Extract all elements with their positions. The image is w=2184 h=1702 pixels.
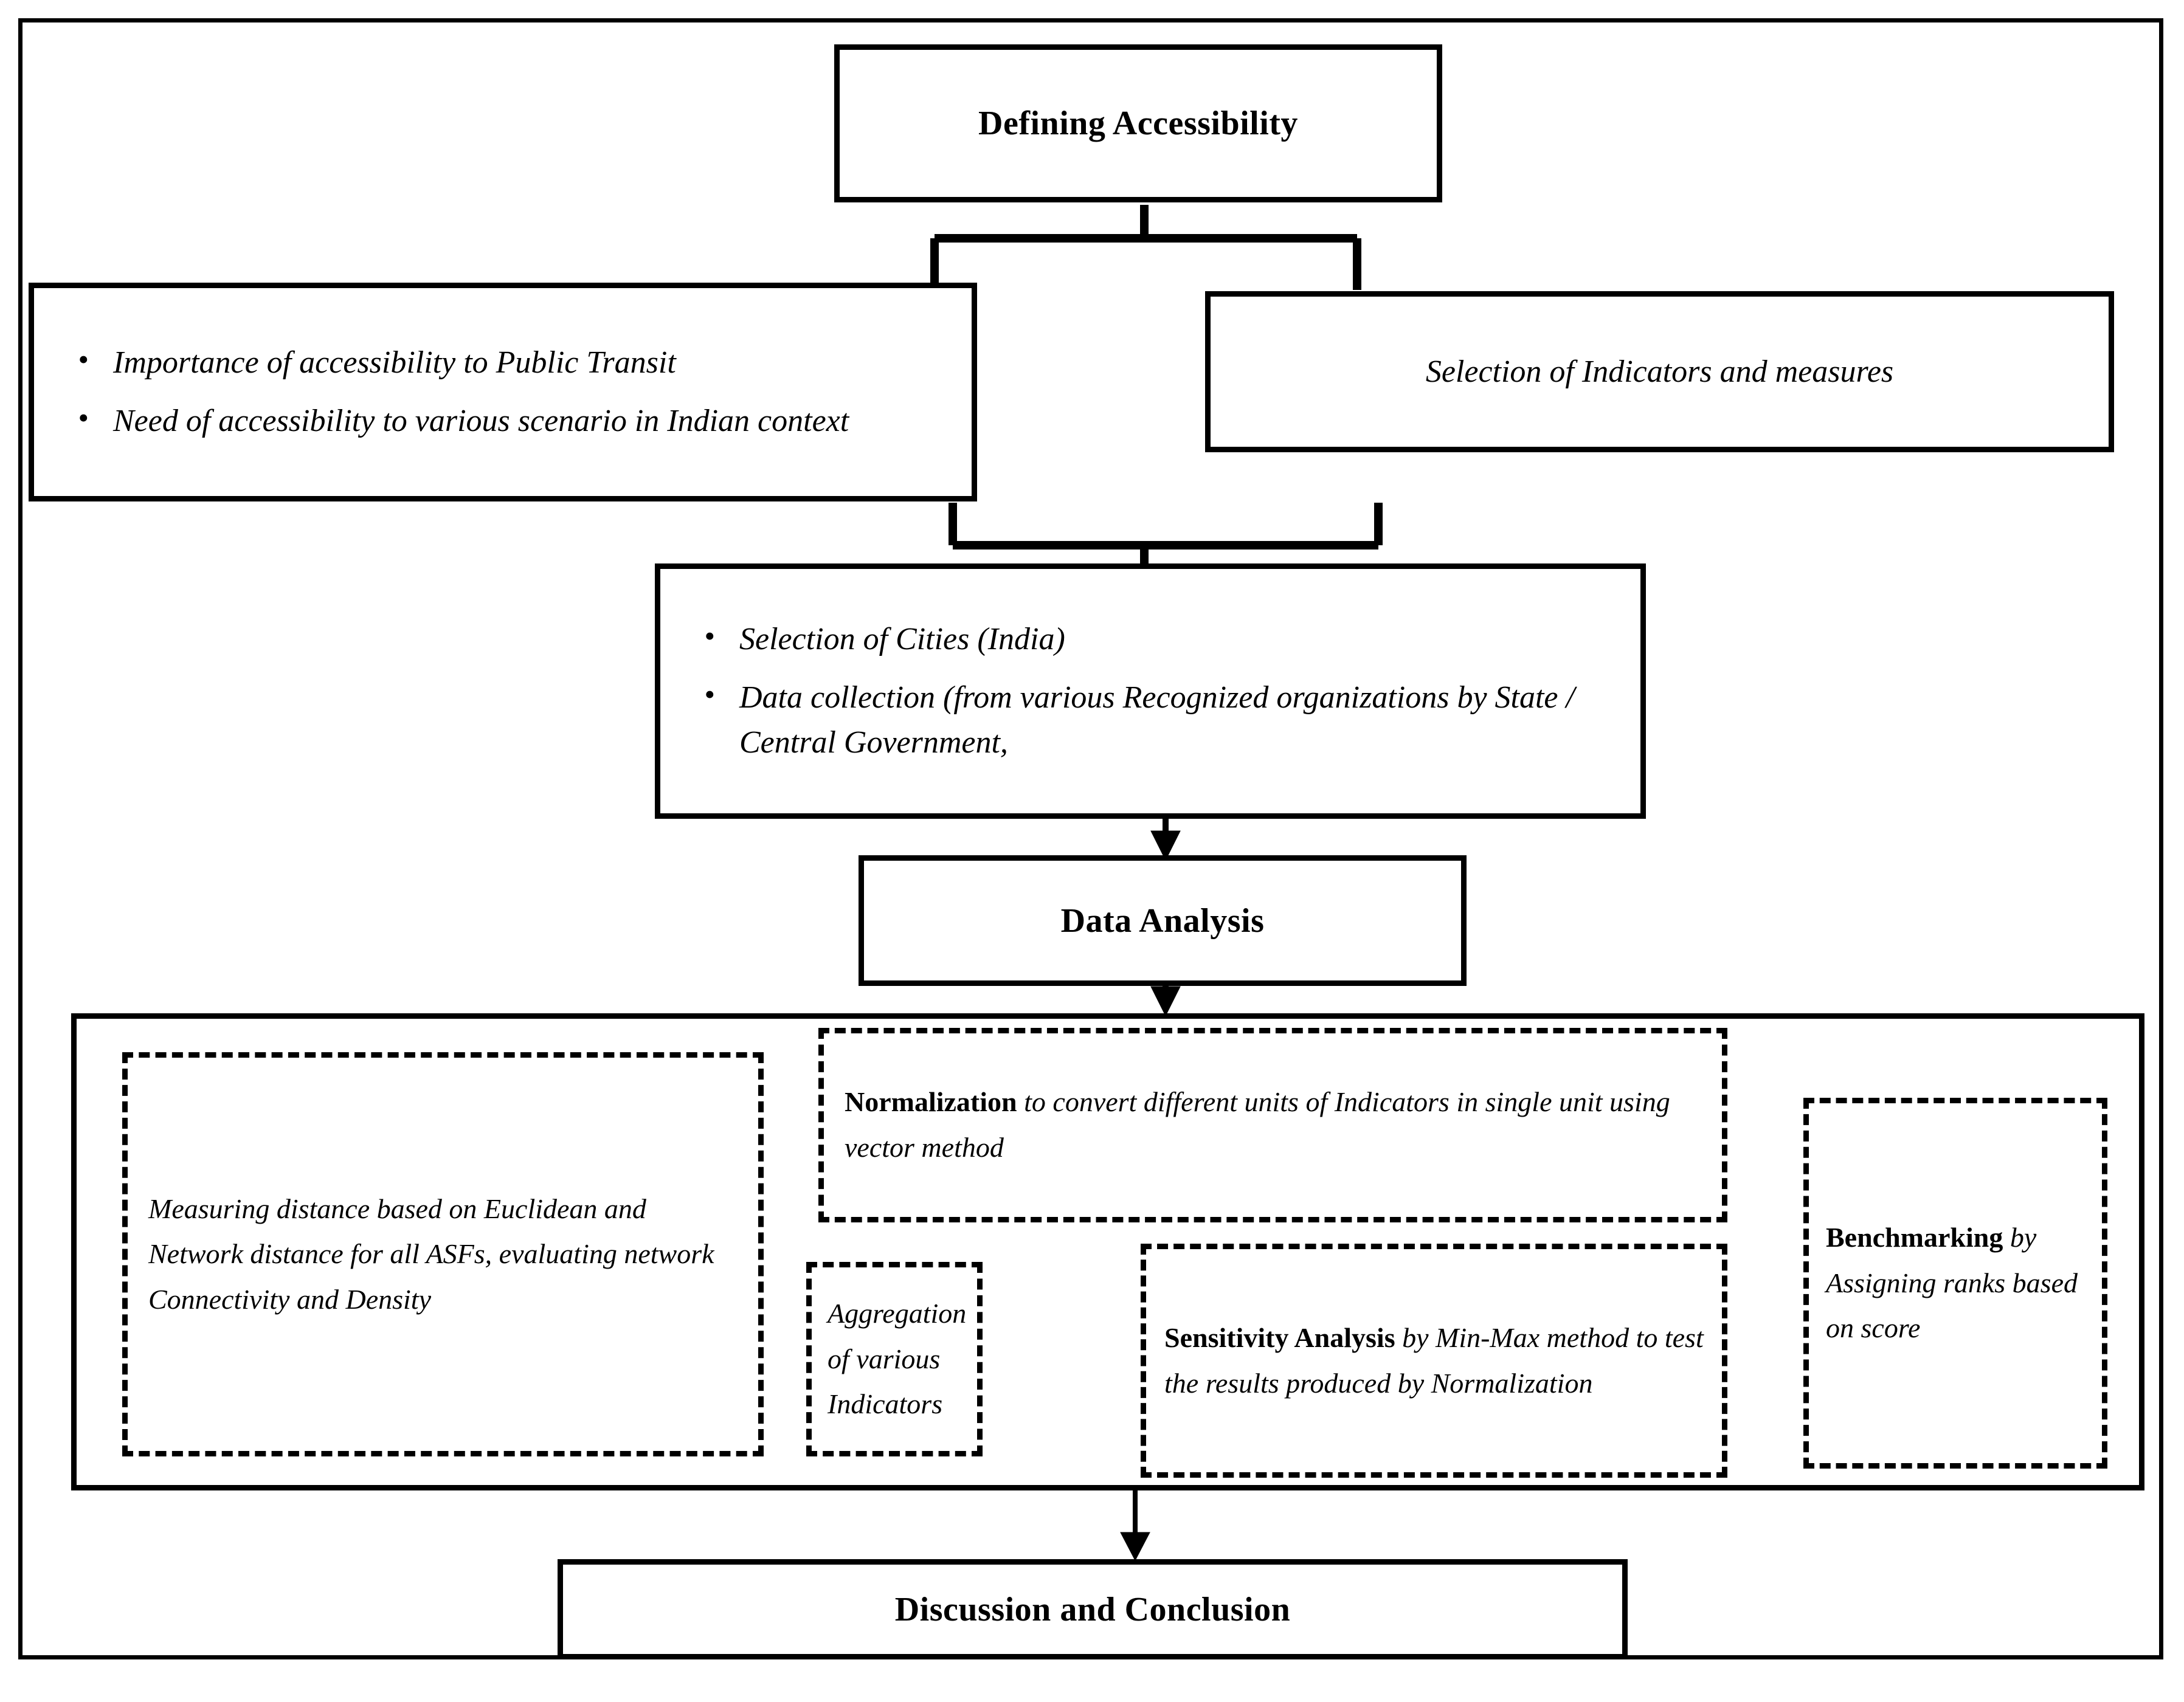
discussion-conclusion-label: Discussion and Conclusion <box>894 1590 1291 1628</box>
sensitivity-text: Sensitivity Analysis by Min-Max method t… <box>1146 1315 1722 1406</box>
sensitivity-strong: Sensitivity Analysis <box>1164 1321 1395 1353</box>
brace-title-split <box>930 205 1361 290</box>
defining-accessibility-label: Defining Accessibility <box>978 105 1298 142</box>
defining-accessibility-box[interactable]: Defining Accessibility <box>834 44 1442 202</box>
data-analysis-label: Data Analysis <box>1060 901 1265 940</box>
selection-indicators-box[interactable]: Selection of Indicators and measures <box>1205 291 2114 452</box>
selection-indicators-label: Selection of Indicators and measures <box>1425 354 1894 389</box>
measuring-distance-box[interactable]: Measuring distance based on Euclidean an… <box>122 1052 764 1456</box>
sensitivity-analysis-box[interactable]: Sensitivity Analysis by Min-Max method t… <box>1141 1244 1727 1478</box>
list-item: Selection of Cities (India) <box>704 615 1640 662</box>
list-item: Need of accessibility to various scenari… <box>78 396 972 444</box>
benchmarking-rest: by Assigning ranks based on score <box>1826 1222 2078 1344</box>
data-analysis-box[interactable]: Data Analysis <box>859 855 1467 986</box>
measuring-distance-text: Measuring distance based on Euclidean an… <box>148 1193 714 1315</box>
benchmarking-strong: Benchmarking <box>1826 1222 2003 1253</box>
importance-need-list: Importance of accessibility to Public Tr… <box>34 338 972 444</box>
aggregation-text: Aggregation of various Indicators <box>828 1298 967 1420</box>
importance-need-box[interactable]: Importance of accessibility to Public Tr… <box>29 283 977 501</box>
normalization-box[interactable]: Normalization to convert different units… <box>818 1028 1727 1222</box>
benchmarking-text: Benchmarking by Assigning ranks based on… <box>1809 1215 2102 1351</box>
arrowhead-conclusion <box>1120 1532 1150 1562</box>
normalization-text: Normalization to convert different units… <box>824 1080 1722 1170</box>
list-item: Importance of accessibility to Public Tr… <box>78 338 972 385</box>
diagram-frame: Defining Accessibility Importance of acc… <box>18 18 2163 1659</box>
benchmarking-box[interactable]: Benchmarking by Assigning ranks based on… <box>1803 1098 2107 1469</box>
selection-cities-data-box[interactable]: Selection of Cities (India) Data collect… <box>655 563 1646 819</box>
methods-container: Measuring distance based on Euclidean an… <box>71 1013 2144 1490</box>
normalization-strong: Normalization <box>845 1086 1017 1118</box>
normalization-rest: to convert different units of Indicators… <box>845 1086 1670 1163</box>
discussion-conclusion-box[interactable]: Discussion and Conclusion <box>558 1559 1628 1659</box>
aggregation-box[interactable]: Aggregation of various Indicators <box>806 1262 983 1456</box>
arrowhead-methods <box>1150 986 1181 1017</box>
sensitivity-rest: by Min-Max method to test the results pr… <box>1164 1321 1704 1399</box>
selection-cities-list: Selection of Cities (India) Data collect… <box>660 615 1640 765</box>
list-item: Data collection (from various Recognized… <box>704 673 1640 765</box>
